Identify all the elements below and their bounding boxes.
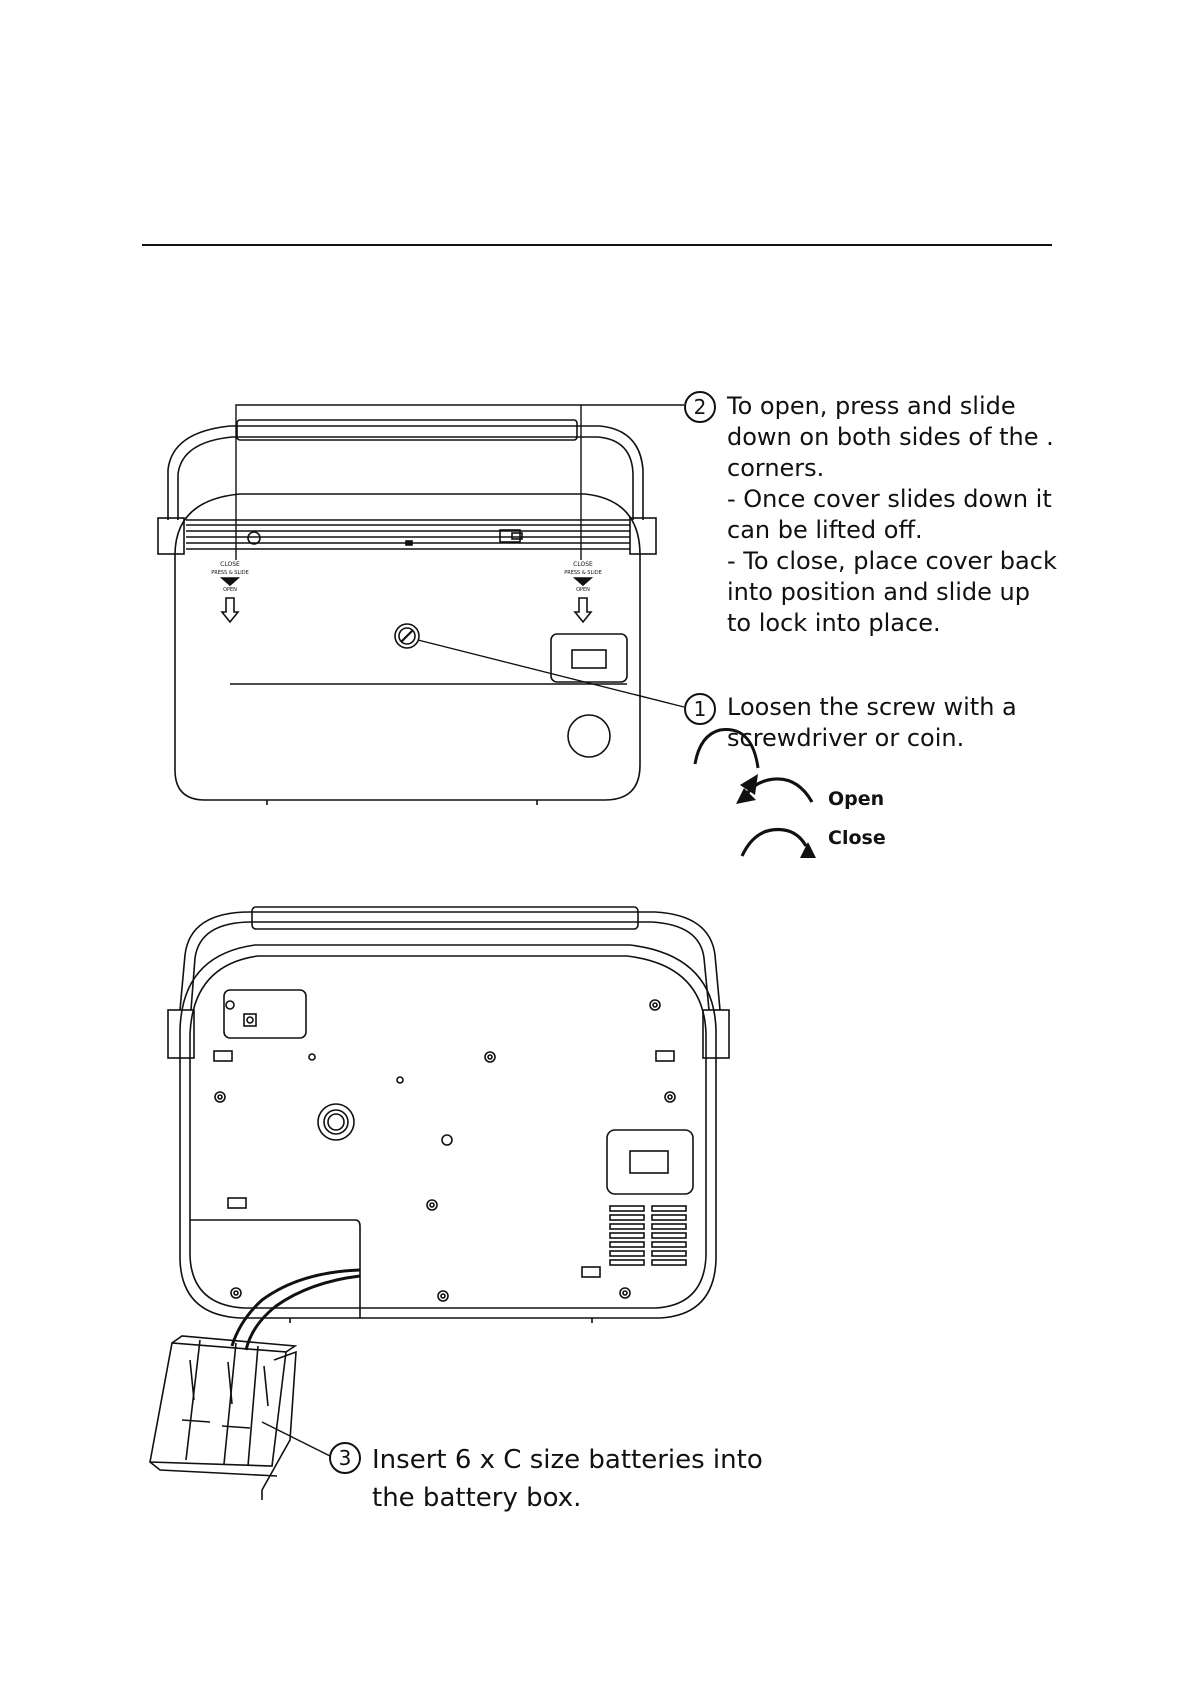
svg-text:CLOSE: CLOSE xyxy=(220,561,240,568)
svg-text:CLOSE: CLOSE xyxy=(573,561,593,568)
front-handle-grip xyxy=(236,419,578,441)
close-arrow-icon xyxy=(740,827,816,858)
back-body-outer xyxy=(179,944,717,1319)
right-pivot xyxy=(629,517,657,555)
left-slide-marker: CLOSE PRESS & SLIDE OPEN xyxy=(211,561,249,624)
svg-text:PRESS & SLIDE: PRESS & SLIDE xyxy=(211,570,249,576)
step-1-text: Loosen the screw with a screwdriver or c… xyxy=(727,693,1017,752)
back-panel xyxy=(606,1129,694,1195)
back-handle xyxy=(179,911,721,1011)
step-2-badge: 2 xyxy=(684,391,716,423)
dc-jack-panel xyxy=(223,989,307,1039)
step-2-text: To open, press and slide down on both si… xyxy=(727,392,1057,637)
right-slide-marker: CLOSE PRESS & SLIDE OPEN xyxy=(564,561,602,624)
step-3-text: Insert 6 x C size batteries into the bat… xyxy=(372,1445,763,1513)
front-body xyxy=(174,493,641,801)
battery-box xyxy=(149,1335,298,1500)
svg-text:OPEN: OPEN xyxy=(223,587,237,593)
step-1-badge: 1 xyxy=(684,693,716,725)
step-3-badge: 3 xyxy=(329,1442,361,1474)
cover-screw xyxy=(394,623,420,649)
rotation-arrows xyxy=(736,777,816,858)
back-vents xyxy=(609,1205,687,1266)
front-panel xyxy=(550,633,628,683)
speaker-mount xyxy=(317,1103,355,1141)
close-label: Close xyxy=(828,827,886,849)
open-arrow-icon xyxy=(693,727,760,795)
svg-text:OPEN: OPEN xyxy=(576,587,590,593)
battery-wire xyxy=(230,1268,361,1347)
dc-jack-icon xyxy=(243,1013,257,1027)
back-handle-grip xyxy=(251,906,639,930)
svg-text:PRESS & SLIDE: PRESS & SLIDE xyxy=(564,570,602,576)
back-left-pivot xyxy=(167,1009,195,1059)
front-handle xyxy=(167,425,644,520)
open-label: Open xyxy=(828,788,885,810)
front-indicator xyxy=(247,531,261,545)
header-rule xyxy=(142,244,1052,246)
left-pivot xyxy=(157,517,185,555)
battery-compartment xyxy=(190,1219,361,1318)
front-knob xyxy=(567,714,611,758)
open-arrow-icon xyxy=(736,777,814,804)
